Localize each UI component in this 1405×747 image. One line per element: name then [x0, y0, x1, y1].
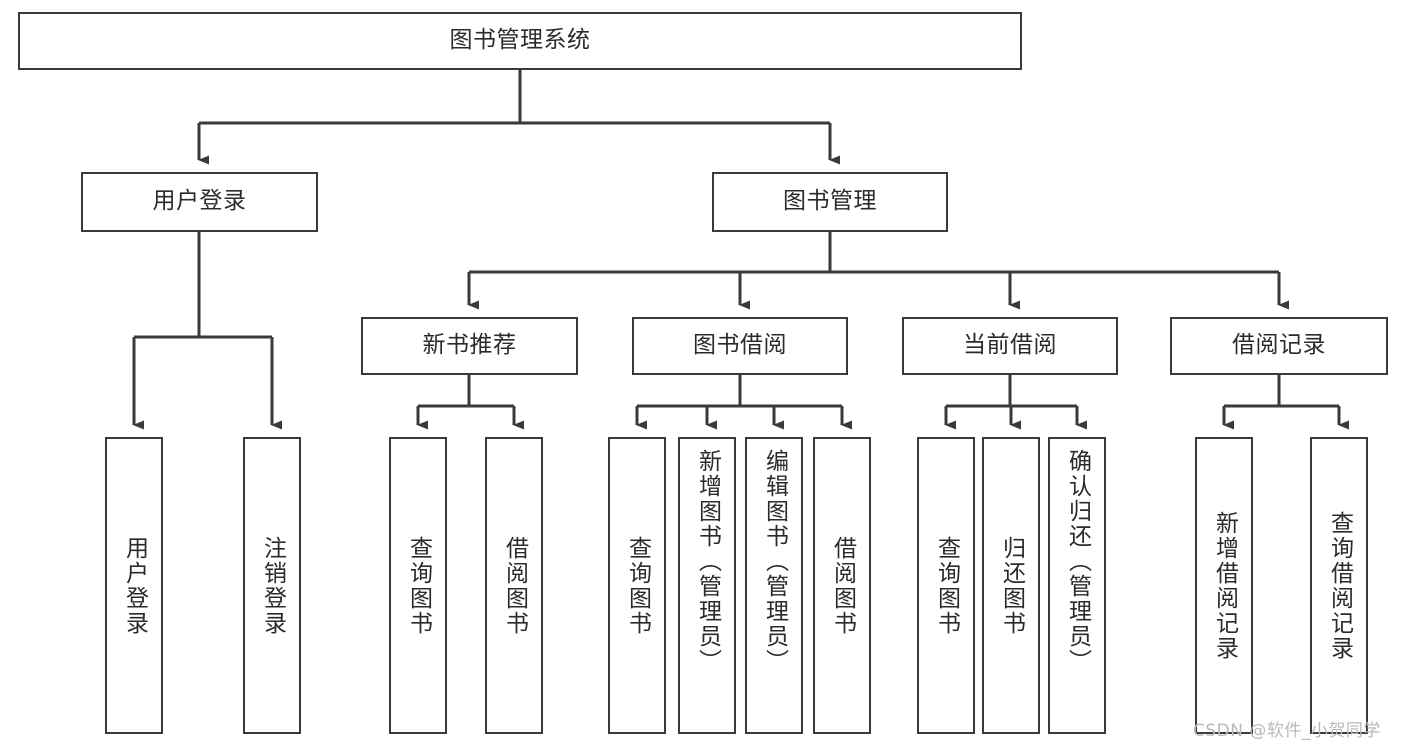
node-leaf-recommend-query-book-label: 查询图书 [405, 535, 432, 636]
node-leaf-borrow-query-book-label: 查询图书 [624, 535, 651, 636]
node-leaf-borrow-add-book[interactable]: 新增图书（管理员） [678, 437, 736, 734]
node-leaf-current-confirm-return-label: 确认归还（管理员） [1064, 449, 1091, 674]
node-leaf-current-query-book-label: 查询图书 [933, 535, 960, 636]
node-borrow-records-label: 借阅记录 [1232, 332, 1326, 359]
node-book-management[interactable]: 图书管理 [712, 172, 948, 232]
node-leaf-current-return-book-label: 归还图书 [998, 535, 1025, 636]
node-leaf-user-logout[interactable]: 注销登录 [243, 437, 301, 734]
node-leaf-user-login-label: 用户登录 [121, 535, 148, 636]
node-new-book-recommend[interactable]: 新书推荐 [361, 317, 578, 375]
node-current-borrow[interactable]: 当前借阅 [902, 317, 1118, 375]
node-leaf-record-query[interactable]: 查询借阅记录 [1310, 437, 1368, 734]
node-leaf-borrow-query-book[interactable]: 查询图书 [608, 437, 666, 734]
node-user-login-label: 用户登录 [152, 188, 247, 215]
node-leaf-borrow-add-book-label: 新增图书（管理员） [694, 449, 721, 674]
node-book-management-label: 图书管理 [783, 188, 877, 215]
node-leaf-record-query-label: 查询借阅记录 [1326, 510, 1353, 661]
node-leaf-borrow-edit-book[interactable]: 编辑图书（管理员） [745, 437, 803, 734]
node-leaf-current-query-book[interactable]: 查询图书 [917, 437, 975, 734]
node-leaf-recommend-borrow-book[interactable]: 借阅图书 [485, 437, 543, 734]
node-leaf-recommend-query-book[interactable]: 查询图书 [389, 437, 447, 734]
node-leaf-current-confirm-return[interactable]: 确认归还（管理员） [1048, 437, 1106, 734]
node-leaf-current-return-book[interactable]: 归还图书 [982, 437, 1040, 734]
node-leaf-record-add-label: 新增借阅记录 [1211, 510, 1238, 661]
node-leaf-borrow-edit-book-label: 编辑图书（管理员） [761, 449, 788, 674]
node-root-label: 图书管理系统 [449, 27, 591, 54]
node-book-borrow-label: 图书借阅 [693, 332, 787, 359]
node-leaf-borrow-borrow-book-label: 借阅图书 [829, 535, 856, 636]
node-user-login[interactable]: 用户登录 [81, 172, 318, 232]
node-root[interactable]: 图书管理系统 [18, 12, 1022, 70]
node-new-book-recommend-label: 新书推荐 [422, 332, 517, 359]
node-borrow-records[interactable]: 借阅记录 [1170, 317, 1388, 375]
node-leaf-recommend-borrow-book-label: 借阅图书 [501, 535, 528, 636]
node-leaf-record-add[interactable]: 新增借阅记录 [1195, 437, 1253, 734]
node-leaf-user-login[interactable]: 用户登录 [105, 437, 163, 734]
node-current-borrow-label: 当前借阅 [963, 332, 1057, 359]
node-leaf-user-logout-label: 注销登录 [259, 535, 286, 636]
node-leaf-borrow-borrow-book[interactable]: 借阅图书 [813, 437, 871, 734]
node-book-borrow[interactable]: 图书借阅 [632, 317, 848, 375]
